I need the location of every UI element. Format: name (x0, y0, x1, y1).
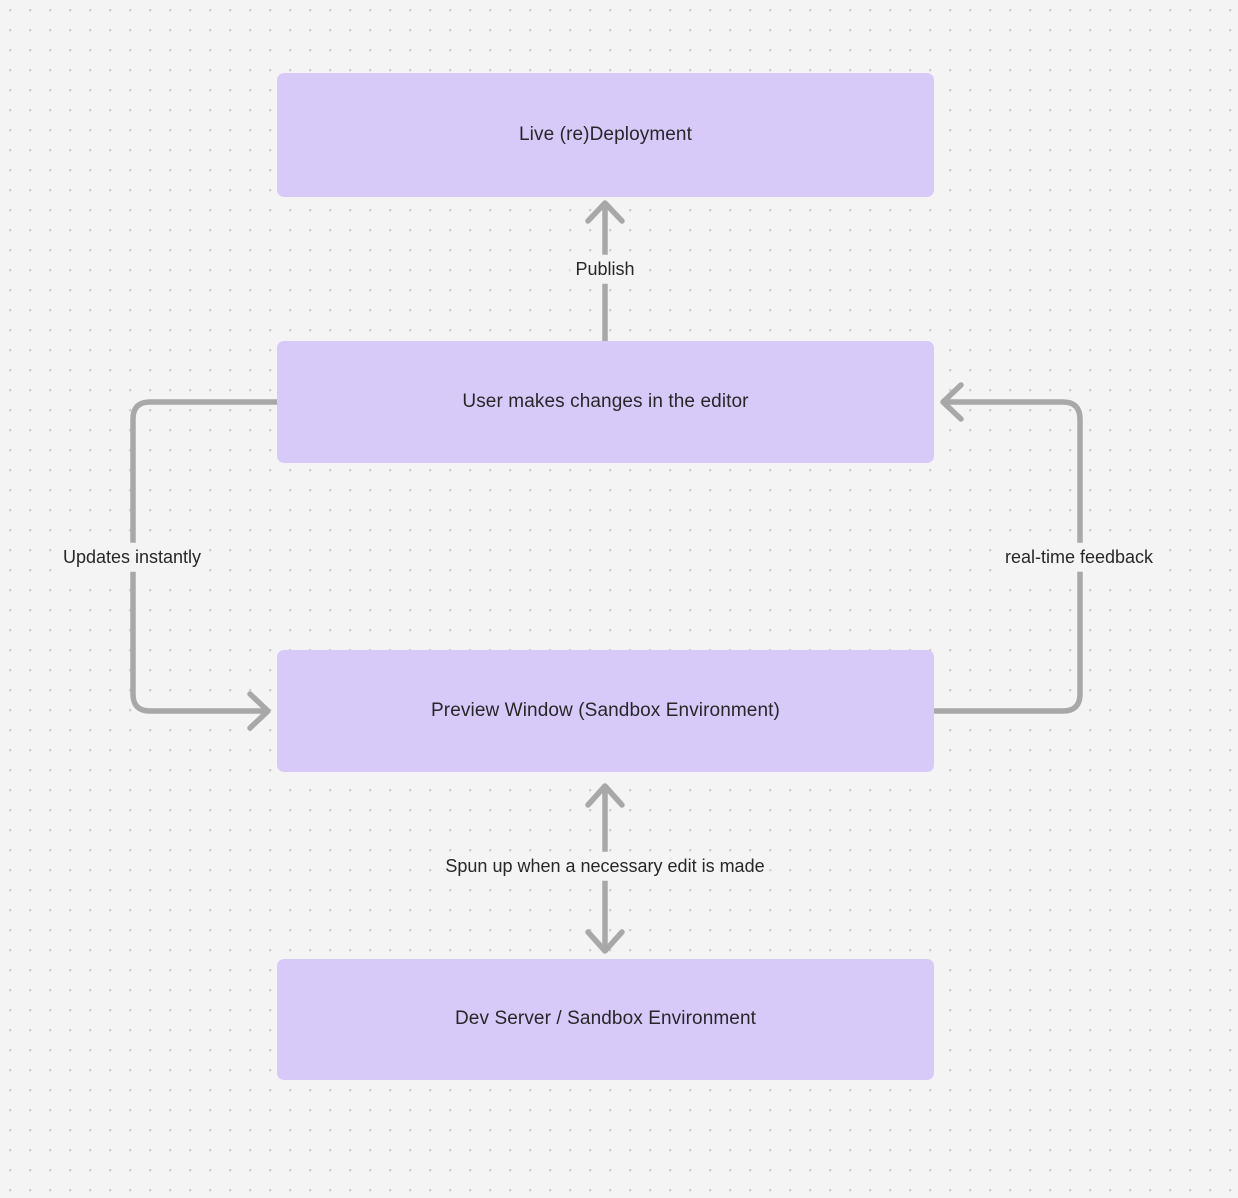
node-preview-window-label: Preview Window (Sandbox Environment) (431, 699, 780, 721)
node-dev-server[interactable]: Dev Server / Sandbox Environment (277, 959, 934, 1080)
edge-spun-up-arrowhead-up (585, 783, 625, 808)
edge-label-spun-up: Spun up when a necessary edit is made (440, 851, 770, 881)
node-user-edits-label: User makes changes in the editor (462, 390, 749, 412)
node-live-deployment[interactable]: Live (re)Deployment (277, 73, 934, 197)
node-dev-server-label: Dev Server / Sandbox Environment (454, 1008, 756, 1030)
edge-publish-arrowhead (585, 200, 625, 224)
node-user-edits[interactable]: User makes changes in the editor (277, 341, 934, 463)
edge-label-updates-instantly: Updates instantly (57, 542, 207, 572)
edge-spun-up-arrowhead-down (585, 929, 625, 954)
edge-label-publish: Publish (570, 254, 640, 284)
edge-label-real-time-feedback: real-time feedback (999, 542, 1159, 572)
edge-updates-instantly-arrowhead (247, 691, 271, 731)
edge-real-time-feedback-arrowhead (940, 382, 964, 422)
node-live-deployment-label: Live (re)Deployment (519, 123, 692, 145)
node-preview-window[interactable]: Preview Window (Sandbox Environment) (277, 650, 934, 772)
